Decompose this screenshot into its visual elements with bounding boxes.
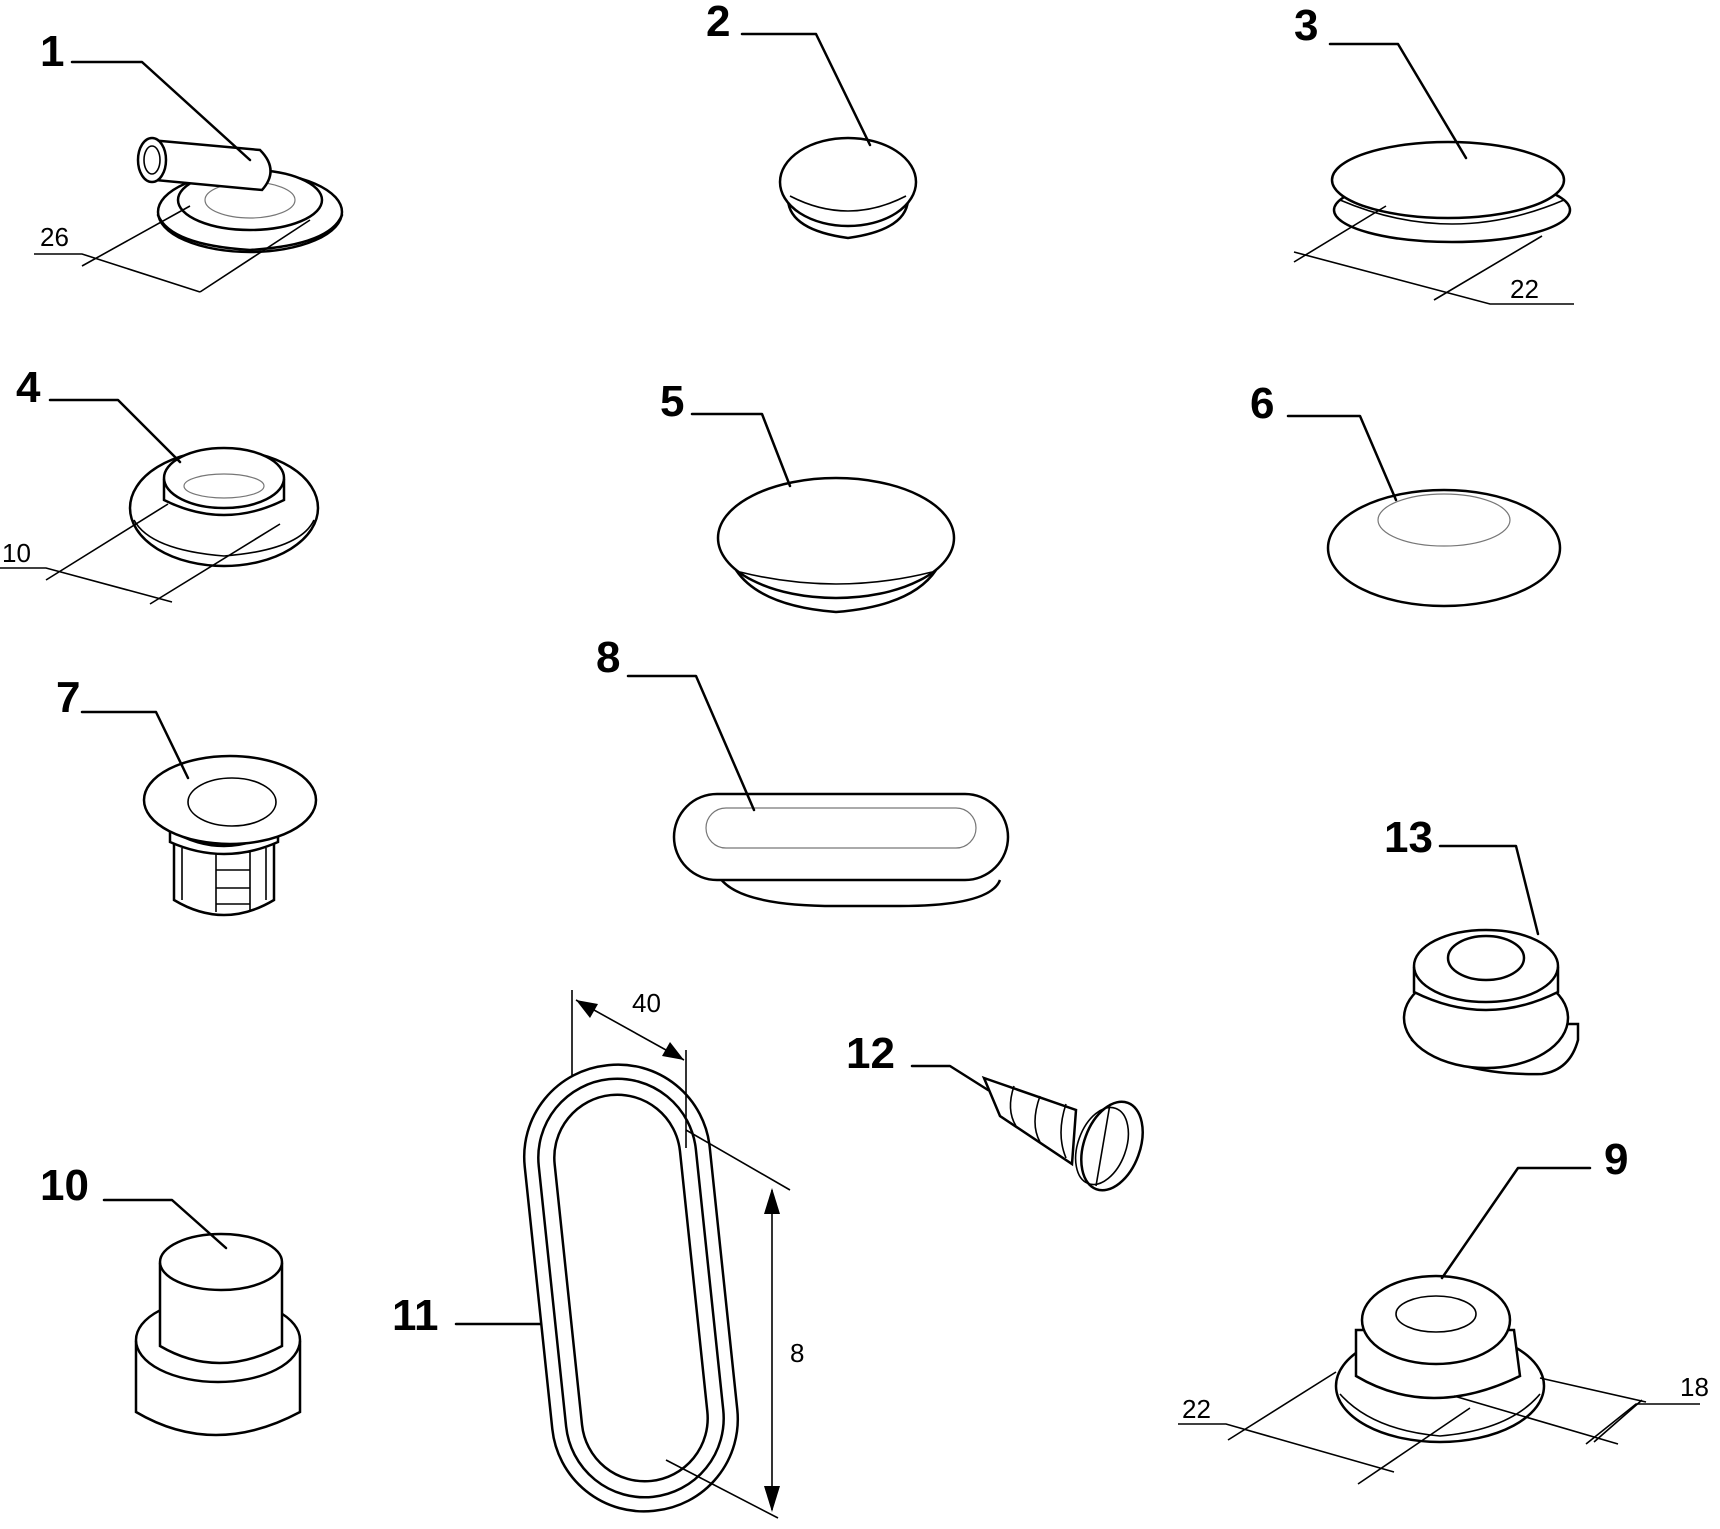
svg-text:7: 7: [56, 673, 80, 722]
part-1-grommet-with-tube: [136, 136, 344, 254]
dimension-11: 40 8: [571, 988, 804, 1519]
part-5-dome-plug: [716, 476, 956, 614]
part-4-ring-grommet: [128, 446, 320, 568]
svg-text:13: 13: [1384, 813, 1433, 862]
callout-12: 12: [846, 1029, 990, 1092]
part-2-cap-plug: [778, 136, 918, 240]
svg-text:3: 3: [1294, 1, 1318, 50]
svg-text:22: 22: [1510, 274, 1539, 304]
dimension-3: 22: [1293, 205, 1574, 305]
svg-text:22: 22: [1182, 1394, 1211, 1424]
callout-7: 7: [56, 673, 190, 780]
callout-1: 1: [40, 27, 252, 162]
svg-text:6: 6: [1250, 379, 1274, 428]
svg-text:4: 4: [16, 363, 41, 412]
svg-text:10: 10: [40, 1161, 89, 1210]
svg-text:12: 12: [846, 1029, 895, 1078]
callout-2: 2: [706, 0, 872, 147]
callout-4: 4: [16, 363, 182, 464]
callout-11: 11: [392, 1291, 542, 1340]
dimension-1: 26: [34, 205, 311, 293]
svg-text:18: 18: [1680, 1372, 1709, 1402]
svg-text:11: 11: [392, 1291, 439, 1340]
part-12-screw-plug: [981, 1075, 1144, 1192]
part-8-oval-plug: [672, 792, 1010, 908]
callout-8: 8: [596, 633, 756, 812]
callout-3: 3: [1294, 1, 1468, 160]
dimension-9: 22 18: [1178, 1371, 1709, 1485]
part-7-push-in-plug: [142, 754, 318, 917]
svg-text:26: 26: [40, 222, 69, 252]
part-13-stepped-grommet: [1402, 928, 1580, 1076]
svg-text:10: 10: [2, 538, 31, 568]
svg-text:2: 2: [706, 0, 730, 46]
svg-text:40: 40: [632, 988, 661, 1018]
svg-text:8: 8: [596, 633, 620, 682]
svg-text:5: 5: [660, 377, 684, 426]
svg-text:1: 1: [40, 27, 64, 76]
callout-6: 6: [1250, 379, 1398, 502]
part-10-stepped-cylinder-plug: [134, 1232, 302, 1437]
part-6-disc-plug: [1326, 488, 1562, 608]
callout-5: 5: [660, 377, 792, 488]
part-3-flat-plug: [1330, 140, 1572, 244]
part-9-oval-raised-grommet: [1334, 1274, 1546, 1444]
part-11-oval-ring-grommet: [522, 1063, 740, 1513]
dimension-4: 10: [0, 503, 281, 605]
svg-text:8: 8: [790, 1338, 804, 1368]
callout-13: 13: [1384, 813, 1540, 936]
callout-9: 9: [1440, 1135, 1628, 1280]
callout-10: 10: [40, 1161, 228, 1250]
svg-text:9: 9: [1604, 1135, 1628, 1184]
